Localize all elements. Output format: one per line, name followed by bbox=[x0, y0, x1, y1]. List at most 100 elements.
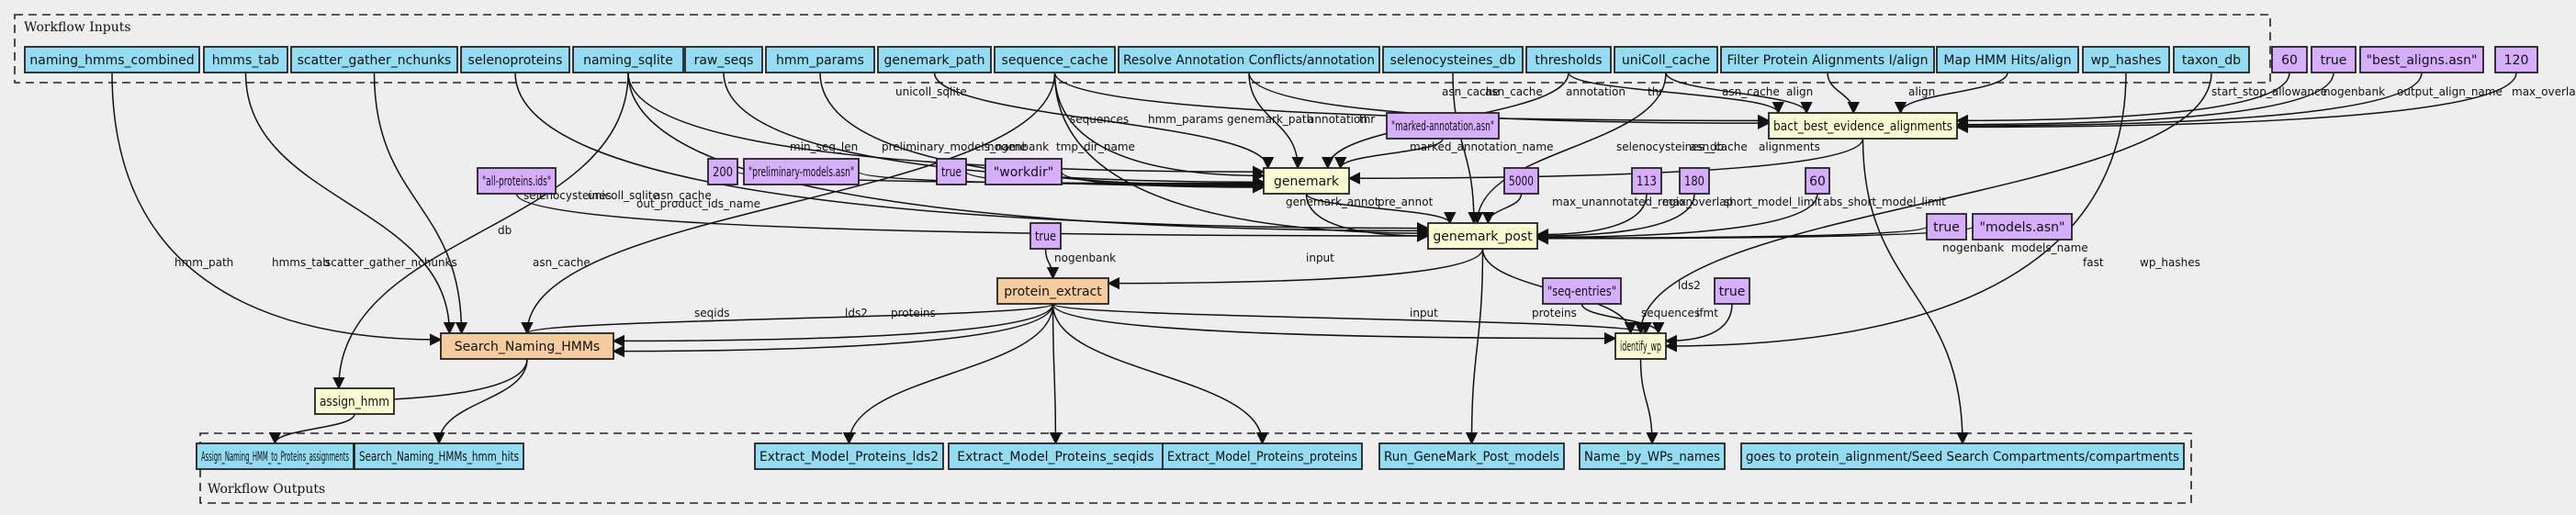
node-box[interactable] bbox=[2494, 46, 2538, 73]
node-box[interactable] bbox=[2311, 46, 2357, 73]
node-box[interactable] bbox=[765, 46, 875, 73]
input-node-scatter-gather-nchunks[interactable]: scatter_gather_nchunks bbox=[290, 46, 458, 73]
constant-node-c-models[interactable]: "models.asn" bbox=[1972, 213, 2073, 241]
output-node-o-lds2[interactable]: Extract_Model_Proteins_lds2 bbox=[754, 442, 944, 470]
node-box[interactable] bbox=[1631, 167, 1662, 195]
node-box[interactable] bbox=[1805, 167, 1830, 195]
node-box[interactable] bbox=[477, 167, 557, 195]
constant-node-c-113[interactable]: 113 bbox=[1631, 167, 1662, 195]
node-box[interactable] bbox=[996, 277, 1109, 305]
node-box[interactable] bbox=[460, 46, 570, 73]
node-box[interactable] bbox=[2359, 46, 2484, 73]
constant-node-c-prelim[interactable]: "preliminary-models.asn" bbox=[743, 158, 860, 185]
output-node-o-names[interactable]: Name_by_WPs_names bbox=[1579, 442, 1726, 470]
input-node-sequence-cache[interactable]: sequence_cache bbox=[994, 46, 1116, 73]
input-node-thresholds[interactable]: thresholds bbox=[1525, 46, 1612, 73]
output-node-o-models[interactable]: Run_GeneMark_Post_models bbox=[1378, 442, 1565, 470]
node-box[interactable] bbox=[1263, 167, 1350, 195]
node-box[interactable] bbox=[2271, 46, 2308, 73]
node-box[interactable] bbox=[572, 46, 684, 73]
node-box[interactable] bbox=[314, 387, 395, 415]
node-box[interactable] bbox=[1382, 46, 1524, 73]
constant-node-c-true-b[interactable]: true bbox=[936, 158, 967, 185]
constant-node-c-marked[interactable]: "marked-annotation.asn" bbox=[1386, 112, 1500, 140]
input-node-selenoproteins[interactable]: selenoproteins bbox=[460, 46, 570, 73]
node-box[interactable] bbox=[1614, 332, 1667, 360]
node-box[interactable] bbox=[1427, 222, 1538, 250]
input-node-taxon-db[interactable]: taxon_db bbox=[2173, 46, 2250, 73]
input-node-hmm-params[interactable]: hmm_params bbox=[765, 46, 875, 73]
input-node-filter-align[interactable]: Filter Protein Alignments I/align bbox=[1720, 46, 1935, 73]
constant-node-c-120[interactable]: 120 bbox=[2494, 46, 2538, 73]
step-node-bact-best[interactable]: bact_best_evidence_alignments bbox=[1768, 112, 1958, 140]
node-box[interactable] bbox=[354, 442, 524, 470]
node-box[interactable] bbox=[1714, 277, 1750, 305]
constant-node-c-true-d[interactable]: true bbox=[1029, 222, 1062, 250]
node-box[interactable] bbox=[1972, 213, 2073, 241]
node-box[interactable] bbox=[1926, 213, 1967, 241]
node-box[interactable] bbox=[1378, 442, 1565, 470]
input-node-selenocysteines-db[interactable]: selenocysteines_db bbox=[1382, 46, 1524, 73]
input-node-raw-seqs[interactable]: raw_seqs bbox=[684, 46, 763, 73]
node-box[interactable] bbox=[936, 158, 967, 185]
node-box[interactable] bbox=[2082, 46, 2170, 73]
subwf-node-search-naming[interactable]: Search_Naming_HMMs bbox=[440, 332, 614, 360]
constant-node-c-180[interactable]: 180 bbox=[1679, 167, 1710, 195]
constant-node-c-seqentries[interactable]: "seq-entries" bbox=[1542, 277, 1622, 305]
node-box[interactable] bbox=[2173, 46, 2250, 73]
constant-node-c-200[interactable]: 200 bbox=[707, 158, 738, 185]
constant-node-c-60a[interactable]: 60 bbox=[2271, 46, 2308, 73]
node-box[interactable] bbox=[754, 442, 944, 470]
constant-node-c-5000[interactable]: 5000 bbox=[1503, 167, 1539, 195]
input-node-map-hmm-align[interactable]: Map HMM Hits/align bbox=[1936, 46, 2079, 73]
step-node-identify-wp[interactable]: identify_wp bbox=[1614, 332, 1667, 360]
node-box[interactable] bbox=[440, 332, 614, 360]
step-node-assign-hmm[interactable]: assign_hmm bbox=[314, 387, 395, 415]
node-box[interactable] bbox=[1579, 442, 1726, 470]
step-node-genemark-post[interactable]: genemark_post bbox=[1427, 222, 1538, 250]
constant-node-c-workdir[interactable]: "workdir" bbox=[984, 158, 1063, 185]
node-box[interactable] bbox=[1679, 167, 1710, 195]
node-box[interactable] bbox=[290, 46, 458, 73]
input-node-naming-hmms-combined[interactable]: naming_hmms_combined bbox=[24, 46, 200, 73]
output-node-o-proteins[interactable]: Extract_Model_Proteins_proteins bbox=[1162, 442, 1363, 470]
step-node-genemark[interactable]: genemark bbox=[1263, 167, 1350, 195]
node-box[interactable] bbox=[1542, 277, 1622, 305]
node-box[interactable] bbox=[684, 46, 763, 73]
input-node-genemark-path[interactable]: genemark_path bbox=[877, 46, 992, 73]
node-box[interactable] bbox=[1614, 46, 1718, 73]
node-box[interactable] bbox=[877, 46, 992, 73]
input-node-hmms-tab[interactable]: hmms_tab bbox=[203, 46, 288, 73]
output-node-o-compart[interactable]: goes to protein_alignment/Seed Search Co… bbox=[1740, 442, 2185, 470]
node-box[interactable] bbox=[1740, 442, 2185, 470]
input-node-naming-sqlite[interactable]: naming_sqlite bbox=[572, 46, 684, 73]
subwf-node-protein-extract[interactable]: protein_extract bbox=[996, 277, 1109, 305]
constant-node-c-best-aligns[interactable]: "best_aligns.asn" bbox=[2359, 46, 2484, 73]
node-box[interactable] bbox=[1029, 222, 1062, 250]
node-box[interactable] bbox=[1118, 46, 1380, 73]
output-node-o-seqids[interactable]: Extract_Model_Proteins_seqids bbox=[948, 442, 1164, 470]
constant-node-c-60b[interactable]: 60 bbox=[1805, 167, 1830, 195]
node-box[interactable] bbox=[707, 158, 738, 185]
input-node-resolve-annot[interactable]: Resolve Annotation Conflicts/annotation bbox=[1118, 46, 1380, 73]
node-box[interactable] bbox=[984, 158, 1063, 185]
node-box[interactable] bbox=[1503, 167, 1539, 195]
node-box[interactable] bbox=[1162, 442, 1363, 470]
node-box[interactable] bbox=[203, 46, 288, 73]
constant-node-c-true-c[interactable]: true bbox=[1926, 213, 1967, 241]
output-node-o-hits[interactable]: Search_Naming_HMMs_hmm_hits bbox=[354, 442, 524, 470]
node-box[interactable] bbox=[948, 442, 1164, 470]
node-box[interactable] bbox=[1768, 112, 1958, 140]
node-box[interactable] bbox=[196, 442, 354, 470]
node-box[interactable] bbox=[1525, 46, 1612, 73]
node-box[interactable] bbox=[743, 158, 860, 185]
node-box[interactable] bbox=[24, 46, 200, 73]
input-node-wp-hashes[interactable]: wp_hashes bbox=[2082, 46, 2170, 73]
output-node-o-assign[interactable]: Assign_Naming_HMM_to_Proteins_assignment… bbox=[196, 442, 354, 470]
constant-node-c-true-e[interactable]: true bbox=[1714, 277, 1750, 305]
node-box[interactable] bbox=[994, 46, 1116, 73]
node-box[interactable] bbox=[1720, 46, 1935, 73]
input-node-unicoll-cache[interactable]: uniColl_cache bbox=[1614, 46, 1718, 73]
node-box[interactable] bbox=[1386, 112, 1500, 140]
constant-node-c-true-a[interactable]: true bbox=[2311, 46, 2357, 73]
